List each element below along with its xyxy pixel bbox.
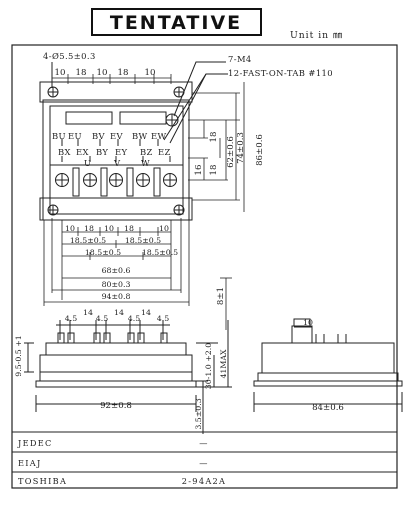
terminal-label: EW (151, 131, 167, 141)
leader-screws (173, 61, 226, 117)
dim-pin: 14 (83, 308, 93, 317)
screw-terminal-row (55, 173, 177, 187)
terminal-label: EU (68, 131, 82, 141)
table-value-toshiba: 2-94A2A (182, 476, 227, 486)
dim-pin: 14 (141, 308, 151, 317)
terminal-label: BY (96, 147, 108, 157)
dim-bottom: 18 (124, 224, 134, 233)
dim-bottom: 10 (65, 224, 75, 233)
flange-bottom (39, 197, 193, 221)
top-dimension-row (51, 74, 172, 84)
output-terminal-label: U (84, 158, 91, 168)
terminal-label: BZ (140, 147, 153, 157)
side-view (24, 320, 232, 434)
housing-inner (49, 105, 184, 215)
label-window-right (119, 111, 167, 125)
terminal-label: BU (52, 131, 66, 141)
dim-top: 10 (97, 68, 108, 78)
table-value-eiaj: — (199, 458, 209, 468)
dim-bottom: 18 (84, 224, 94, 233)
output-terminal-label: W (141, 158, 150, 168)
dim-bottom: 10 (159, 224, 169, 233)
terminal-label: BW (132, 131, 148, 141)
dim-end-width: 84±0.6 (312, 403, 344, 413)
table-value-jedec: — (199, 438, 209, 448)
dim-top: 10 (145, 68, 156, 78)
terminal-label: EV (110, 131, 124, 141)
right-dimension-lines (188, 82, 245, 212)
dim-right: 62±0.6 (226, 136, 236, 168)
dim-side-max: 41MAX (219, 349, 228, 379)
dim-right: 16 (194, 165, 204, 176)
dim-pin: 14 (114, 308, 124, 317)
callout-screw-terminals: 7-M4 (228, 54, 252, 64)
dim-bottom: 18.5±0.5 (70, 236, 106, 245)
tentative-stamp-frame (91, 8, 262, 36)
terminal-block (49, 164, 184, 199)
dim-end-top: 10 (303, 318, 313, 327)
terminal-label: EX (76, 147, 89, 157)
end-base (257, 372, 399, 382)
dim-top: 18 (118, 68, 129, 78)
unit-note: Unit in ㎜ (290, 30, 343, 41)
dim-side-width: 92±0.8 (100, 401, 132, 411)
output-terminal-label: V (113, 158, 121, 168)
end-view (253, 318, 403, 412)
table-label-toshiba: TOSHIBA (18, 476, 67, 486)
terminal-label: EY (115, 147, 128, 157)
dim-side-foot: 3.5±0.3 (194, 398, 203, 429)
end-body (261, 342, 395, 374)
dim-pin: 4.5 (96, 314, 108, 323)
leader-tabs (163, 73, 228, 141)
flange-top (39, 81, 193, 103)
table-label-eiaj: EIAJ (18, 458, 42, 468)
side-body-top (45, 342, 187, 356)
tentative-stamp: TENTATIVE (110, 12, 242, 34)
bottom-dimension-lines (43, 218, 190, 306)
dim-bottom: 94±0.8 (102, 292, 131, 301)
dim-tab-height: 8±1 (216, 287, 226, 305)
dim-right: 18 (209, 132, 219, 143)
label-window-left (65, 111, 113, 125)
table-label-jedec: JEDEC (17, 438, 53, 448)
dim-top: 18 (76, 68, 87, 78)
dim-right: 86±0.6 (255, 134, 265, 166)
callout-fast-on-tabs: 12-FAST-ON-TAB #110 (228, 68, 333, 78)
terminal-label: BX (58, 147, 71, 157)
dim-bottom: 68±0.6 (102, 266, 131, 275)
standards-table (12, 431, 397, 489)
dim-bottom: 80±0.3 (102, 280, 131, 289)
dim-bottom: 18.5±0.5 (85, 248, 121, 257)
callout-mounting-holes: 4-Ø5.5±0.3 (43, 51, 96, 61)
top-view (39, 61, 228, 221)
dim-right: 74±0.3 (236, 132, 246, 164)
dim-top: 10 (55, 68, 66, 78)
dim-right: 18 (209, 165, 219, 176)
side-base-plate (35, 380, 197, 388)
dim-pin: 4.5 (128, 314, 140, 323)
dim-bottom: 10 (104, 224, 114, 233)
dim-pin: 4.5 (65, 314, 77, 323)
dim-pin: 4.5 (157, 314, 169, 323)
dim-bottom: 18.5±0.5 (125, 236, 161, 245)
drawing-border (11, 44, 398, 489)
dim-tab-height-line (220, 277, 232, 330)
side-body (39, 354, 193, 382)
dim-side-base: 30-1.0 +2.0 (204, 343, 213, 389)
dim-bottom: 18.5±0.5 (142, 248, 178, 257)
terminal-label: EZ (158, 147, 171, 157)
dim-side-left: 9.5-0.5 +1 (14, 335, 23, 376)
terminal-label: BV (92, 131, 106, 141)
